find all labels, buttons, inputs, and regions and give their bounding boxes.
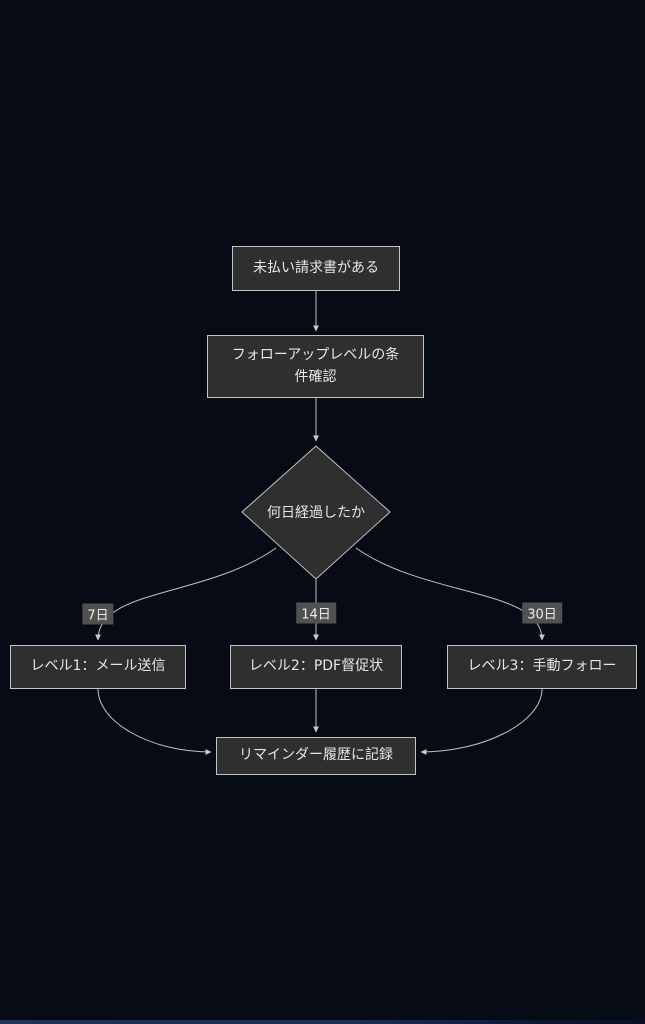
edge-label-14days: 14日 (296, 602, 336, 624)
node-unpaid-invoice-label: 未払い請求書がある (253, 259, 379, 276)
node-followup-level-check: フォローアップレベルの条件確認 (207, 335, 424, 398)
edge-label-30days: 30日 (522, 602, 562, 624)
decision-diamond (241, 445, 391, 580)
edge-level3-to-record (420, 688, 543, 755)
edge-level1-to-record (97, 688, 212, 755)
node-level2-pdf-reminder: レベル2：PDF督促状 (230, 645, 402, 689)
bottom-accent-bar (0, 1020, 645, 1024)
node-days-elapsed-label: 何日経過したか (267, 505, 365, 521)
node-record-reminder-history-label: リマインダー履歴に記録 (239, 747, 393, 764)
node-followup-level-check-label: フォローアップレベルの条件確認 (231, 346, 400, 385)
node-level3-manual-followup-label: レベル3：手動フォロー (467, 658, 617, 675)
node-level3-manual-followup: レベル3：手動フォロー (447, 645, 637, 689)
edge-decision-to-level1 (95, 547, 277, 641)
edge-label-7days: 7日 (82, 603, 114, 625)
node-level1-email-label: レベル1：メール送信 (30, 658, 166, 675)
node-level2-pdf-reminder-label: レベル2：PDF督促状 (248, 658, 384, 675)
node-unpaid-invoice: 未払い請求書がある (232, 246, 400, 291)
edge-decision-to-level3 (355, 547, 545, 641)
node-record-reminder-history: リマインダー履歴に記録 (216, 737, 416, 775)
node-level1-email: レベル1：メール送信 (10, 645, 186, 689)
